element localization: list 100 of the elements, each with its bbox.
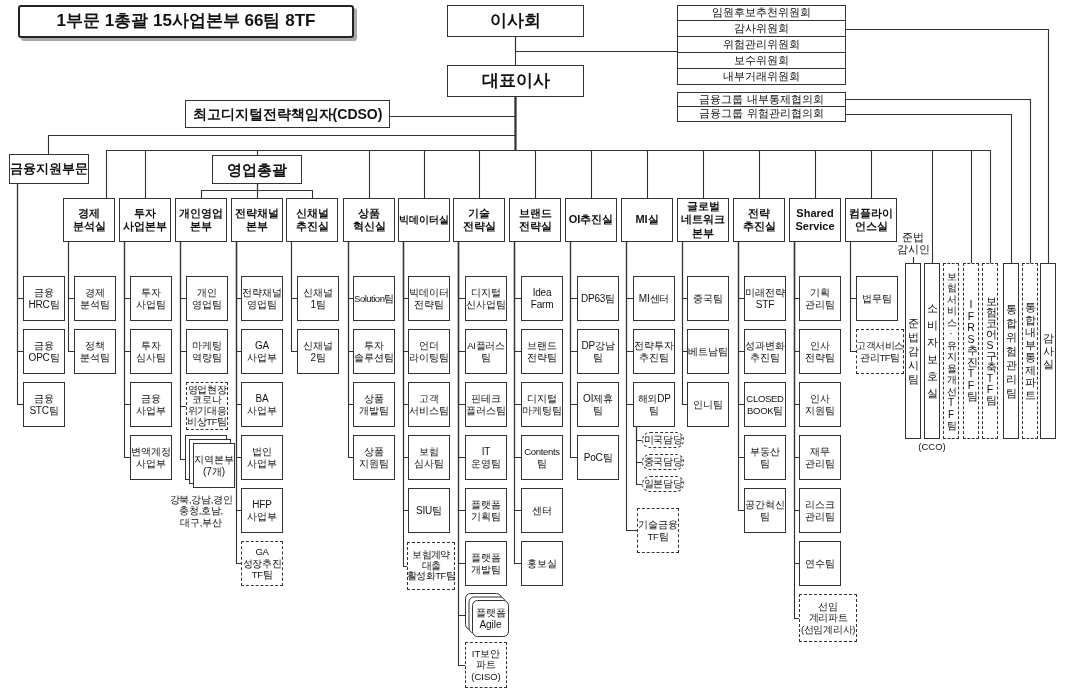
team-box: 경제 분석팀 [74,276,116,321]
dashed-team-box: 보험계약 대출 활성화TF팀 [407,542,455,590]
team-box: 핀테크 플러스팀 [465,382,507,427]
dashed-team-box: GA 성장추진 TF팀 [241,541,283,586]
dashed-vertical-unit-box: 통합내부통제파트 [1022,263,1038,439]
connector-line [256,183,314,199]
connector-line [67,241,75,353]
dashed-team-box: IT보안 파트 (CISO) [465,642,507,688]
team-box: 미래전략 STF [744,276,786,321]
team-box: 인사 지원팀 [799,382,841,427]
department-box: 개인영업 본부 [175,198,227,242]
connector-line [569,241,578,459]
team-box: 인니팀 [687,382,729,427]
team-box: HFP 사업부 [241,488,283,533]
connector-line [123,241,131,459]
executive-box: 이사회 [447,5,584,37]
team-box: 플랫폼 기획팀 [465,488,507,533]
title-banner: 1부문 1총괄 15사업본부 66팀 8TF [18,5,354,38]
connector-line [625,241,638,532]
connector-line [513,241,522,565]
team-box: 상품 개발팀 [353,382,395,427]
department-box: 컴플라이 언스실 [845,198,897,242]
officer-box: 최고디지털전략책임자(CDSO) [185,100,390,128]
team-box: SIU팀 [408,488,450,533]
team-box: DP63팀 [577,276,619,321]
team-box: 투자 솔루션팀 [353,329,395,374]
team-box: 공간혁신 팀 [744,488,786,533]
connector-line [16,183,24,406]
department-box: 전략 추진실 [733,198,785,242]
team-box: DP강남 팀 [577,329,619,374]
connector-line [179,241,186,461]
connector-line [737,241,745,512]
team-box: 보험 심사팀 [408,435,450,480]
team-box: 성과변화 추진팀 [744,329,786,374]
division-box: 영업총괄 [212,155,302,184]
connector-line [290,241,298,353]
department-box: Shared Service [789,198,841,242]
committee-row: 임원후보추천위원회 [677,5,846,21]
team-box: 전략채널 영업팀 [241,276,283,321]
team-box: 해외DP 팀 [633,382,675,427]
team-box: AI플러스 팀 [465,329,507,374]
caption-text: 강북,강남,경인 충청,호남, 대구,부산 [168,492,234,530]
team-box: 금융 HRC팀 [23,276,65,321]
team-box: 신채널 1팀 [297,276,339,321]
department-box: 신채널 추진실 [286,198,338,242]
team-box: CLOSED BOOK팀 [744,382,786,427]
vertical-unit-box: 소비자보호실 [924,263,940,439]
committee-row: 위험관리위원회 [677,37,846,53]
team-box: 연수팀 [799,541,841,586]
dashed-vertical-unit-box: 보험코어S구축TF팀 [982,263,998,439]
team-box: GA 사업부 [241,329,283,374]
team-box: 기획 관리팀 [799,276,841,321]
team-box: Solution팀 [353,276,395,321]
division-box: 금융지원부문 [9,154,89,184]
team-box: 플랫폼 개발팀 [465,541,507,586]
team-box: 빅데이터 전략팀 [408,276,450,321]
committee-row: 내부거래위원회 [677,69,846,85]
department-box: 전략채널 본부 [231,198,283,242]
department-box: 경제 분석실 [63,198,115,242]
team-box: 전략투자 추진팀 [633,329,675,374]
team-box: 상품 지원팀 [353,435,395,480]
team-box: OI제휴 팀 [577,382,619,427]
connector-line [402,241,408,568]
committee-row: 감사위원회 [677,21,846,37]
team-box: 투자 심사팀 [130,329,172,374]
dashed-team-box: 선임 계리파트 (선임계리사) [799,594,857,642]
team-box: 디지털 마케팅팀 [521,382,563,427]
connector-line [912,256,915,264]
team-box: 리스크 관리팀 [799,488,841,533]
department-box: 투자 사업본부 [119,198,171,242]
team-box: 부동산 팀 [744,435,786,480]
connector-line [845,113,1013,264]
team-box: 홍보실 [521,541,563,586]
team-box: 재무 관리팀 [799,435,841,480]
team-box: 변액계정 사업부 [130,435,172,480]
department-box: 브랜드 전략실 [509,198,561,242]
executive-box: 대표이사 [447,65,584,97]
team-box: 센터 [521,488,563,533]
vertical-unit-box: 감사실 [1040,263,1056,439]
team-box: 금융 사업부 [130,382,172,427]
team-box: BA 사업부 [241,382,283,427]
connector-line [845,98,1032,264]
department-box: MI실 [621,198,673,242]
dashed-vertical-unit-box: IFRS추진TF팀 [963,263,979,439]
dashed-team-box: 영업현장 코로나 위기대응 비상TF팀 [186,382,228,430]
department-box: 빅데이터실 [398,198,450,242]
team-box: 개인 영업팀 [186,276,228,321]
team-box: PoC팀 [577,435,619,480]
committee-stack [677,5,846,85]
connector-line [347,241,354,459]
caption-text: (CCO) [917,441,947,453]
team-box: 브랜드 전략팀 [521,329,563,374]
department-box: 기술 전략실 [453,198,505,242]
team-box: MI센터 [633,276,675,321]
connector-line [235,241,242,565]
team-box: 중국팀 [687,276,729,321]
dashed-team-box: 기술금융 TF팀 [637,508,679,553]
connector-line [635,426,643,486]
department-box: 상품 혁신실 [343,198,395,242]
team-box: 금융 OPC팀 [23,329,65,374]
